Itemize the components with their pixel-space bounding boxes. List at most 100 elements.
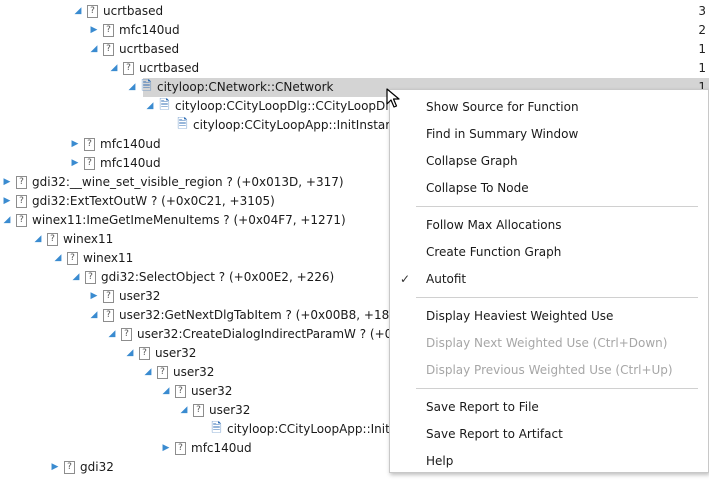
tree-row-label: cityloop:CCityLoopDlg::CCityLoopDl xyxy=(175,99,389,113)
menu-item-collapse-to-node[interactable]: Collapse To Node xyxy=(390,175,708,201)
tree-row-label: user32 xyxy=(155,346,197,360)
tree-row-label: winex11 xyxy=(83,251,134,265)
collapsed-twisty-icon[interactable]: ▶ xyxy=(90,291,98,301)
menu-item-label: Save Report to File xyxy=(426,400,539,414)
tree-row[interactable]: ◢?user32:CreateDialogIndirectParamW ? (+… xyxy=(0,325,709,344)
menu-item-find-in-summary-window[interactable]: Find in Summary Window xyxy=(390,121,708,147)
menu-item-save-report-to-file[interactable]: Save Report to File xyxy=(390,394,708,420)
tree-row-label: gdi32:ExtTextOutW ? (+0x0C21, +3105) xyxy=(32,194,275,208)
expanded-twisty-icon[interactable]: ◢ xyxy=(110,63,118,73)
tree-row-label: gdi32 xyxy=(80,460,114,474)
tree-row-label: mfc140ud xyxy=(119,23,180,37)
tree-row-label: cityloop:CCityLoopApp::Init xyxy=(227,422,390,436)
menu-item-label: Save Report to Artifact xyxy=(426,427,563,441)
expanded-twisty-icon[interactable]: ◢ xyxy=(90,310,98,320)
tree-row[interactable]: ▶? user32 xyxy=(0,287,709,306)
expanded-twisty-icon[interactable]: ◢ xyxy=(74,6,82,16)
unknown-icon: ? xyxy=(16,195,27,208)
unknown-icon: ? xyxy=(139,347,150,360)
collapsed-twisty-icon[interactable]: ▶ xyxy=(51,462,59,472)
expanded-twisty-icon[interactable]: ◢ xyxy=(3,215,11,225)
tree-row[interactable]: 🗎cityloop:CCityLoopApp::Init xyxy=(0,420,709,439)
tree-row[interactable]: ▶? gdi32 xyxy=(0,458,709,477)
menu-item-follow-max-allocations[interactable]: Follow Max Allocations xyxy=(390,212,708,238)
menu-item-save-report-to-artifact[interactable]: Save Report to Artifact xyxy=(390,421,708,447)
menu-item-display-next-weighted-use: Display Next Weighted Use (Ctrl+Down) xyxy=(390,330,708,356)
menu-item-create-function-graph[interactable]: Create Function Graph xyxy=(390,239,708,265)
unknown-icon: ? xyxy=(157,366,168,379)
tree-row-label: user32 xyxy=(119,289,161,303)
tree-row-count: 1 xyxy=(698,42,706,56)
expanded-twisty-icon[interactable]: ◢ xyxy=(54,253,62,263)
unknown-icon: ? xyxy=(103,290,114,303)
tree-row[interactable]: ▶?gdi32:__wine_set_visible_region ? (+0x… xyxy=(0,173,709,192)
expanded-twisty-icon[interactable]: ◢ xyxy=(90,44,98,54)
unknown-icon: ? xyxy=(175,385,186,398)
tree-row[interactable]: ◢?user32 xyxy=(0,401,709,420)
tree-row[interactable]: ▶? gdi32:ExtTextOutW ? (+0x0C21, +3105) xyxy=(0,192,709,211)
menu-item-label: Show Source for Function xyxy=(426,100,579,114)
collapsed-twisty-icon[interactable]: ▶ xyxy=(162,443,170,453)
collapsed-twisty-icon[interactable]: ▶ xyxy=(71,158,79,168)
menu-item-help[interactable]: Help xyxy=(390,448,708,474)
expanded-twisty-icon[interactable]: ◢ xyxy=(128,82,136,92)
unknown-icon: ? xyxy=(16,176,27,189)
expanded-twisty-icon[interactable]: ◢ xyxy=(180,405,188,415)
expanded-twisty-icon[interactable]: ◢ xyxy=(146,101,154,111)
unknown-icon: ? xyxy=(123,62,134,75)
expanded-twisty-icon[interactable]: ◢ xyxy=(144,367,152,377)
tree-row[interactable]: ◢? user32 xyxy=(0,344,709,363)
expanded-twisty-icon[interactable]: ◢ xyxy=(108,329,116,339)
menu-item-collapse-graph[interactable]: Collapse Graph xyxy=(390,148,708,174)
collapsed-twisty-icon[interactable]: ▶ xyxy=(90,25,98,35)
tree-row[interactable]: ◢?winex11 xyxy=(0,230,709,249)
tree-row-label: cityloop:CCityLoopApp::InitInstar xyxy=(193,118,391,132)
collapsed-twisty-icon[interactable]: ▶ xyxy=(3,177,11,187)
tree-row[interactable]: 🗎 cityloop:CCityLoopApp::InitInstar xyxy=(0,116,709,135)
unknown-icon: ? xyxy=(103,24,114,37)
collapsed-twisty-icon[interactable]: ▶ xyxy=(71,139,79,149)
collapsed-twisty-icon[interactable]: ▶ xyxy=(3,196,11,206)
tree-row[interactable]: ◢?winex11:ImeGetImeMenuItems ? (+0x04F7,… xyxy=(0,211,709,230)
source-file-icon: 🗎 xyxy=(159,98,170,113)
tree-row[interactable]: ◢? winex11 xyxy=(0,249,709,268)
menu-item-display-heaviest-weighted-use[interactable]: Display Heaviest Weighted Use xyxy=(390,303,708,329)
tree-row[interactable]: ◢?user32:GetNextDlgTabItem ? (+0x00B8, +… xyxy=(0,306,709,325)
menu-item-label: Find in Summary Window xyxy=(426,127,579,141)
menu-item-label: Autofit xyxy=(426,272,467,286)
tree-row-count: 1 xyxy=(698,80,706,94)
tree-row-label: mfc140ud xyxy=(100,137,161,151)
expanded-twisty-icon[interactable]: ◢ xyxy=(126,348,134,358)
source-file-icon: 🗎 xyxy=(177,117,188,132)
unknown-icon: ? xyxy=(64,461,75,474)
expanded-twisty-icon[interactable]: ◢ xyxy=(162,386,170,396)
unknown-icon: ? xyxy=(84,157,95,170)
tree-row-label: ucrtbased xyxy=(119,42,180,56)
expanded-twisty-icon[interactable]: ◢ xyxy=(72,272,80,282)
unknown-icon: ? xyxy=(67,252,78,265)
tree-row[interactable]: ◢?user32 xyxy=(0,382,709,401)
tree-row[interactable]: ◢ 🗎 cityloop:CCityLoopDlg::CCityLoopDl xyxy=(0,97,709,116)
tree-row[interactable]: ▶?mfc140ud xyxy=(0,154,709,173)
expanded-twisty-icon[interactable]: ◢ xyxy=(34,234,42,244)
tree-row-label: winex11 xyxy=(63,232,114,246)
menu-item-label: Create Function Graph xyxy=(426,245,562,259)
menu-item-autofit[interactable]: ✓Autofit xyxy=(390,266,708,292)
menu-item-display-previous-weighted-use: Display Previous Weighted Use (Ctrl+Up) xyxy=(390,357,708,383)
menu-separator xyxy=(416,297,698,298)
tree-row[interactable]: ◢?gdi32:SelectObject ? (+0x00E2, +226) xyxy=(0,268,709,287)
menu-item-show-source-for-function[interactable]: Show Source for Function xyxy=(390,94,708,120)
unknown-icon: ? xyxy=(103,309,114,322)
source-file-icon: 🗎 xyxy=(141,79,152,94)
tree-row[interactable]: ▶?mfc140ud xyxy=(0,135,709,154)
tree-row[interactable]: ◢?user32 xyxy=(0,363,709,382)
menu-item-label: Collapse Graph xyxy=(426,154,518,168)
menu-item-label: Follow Max Allocations xyxy=(426,218,562,232)
tree-row[interactable]: ▶?mfc140ud xyxy=(0,439,709,458)
